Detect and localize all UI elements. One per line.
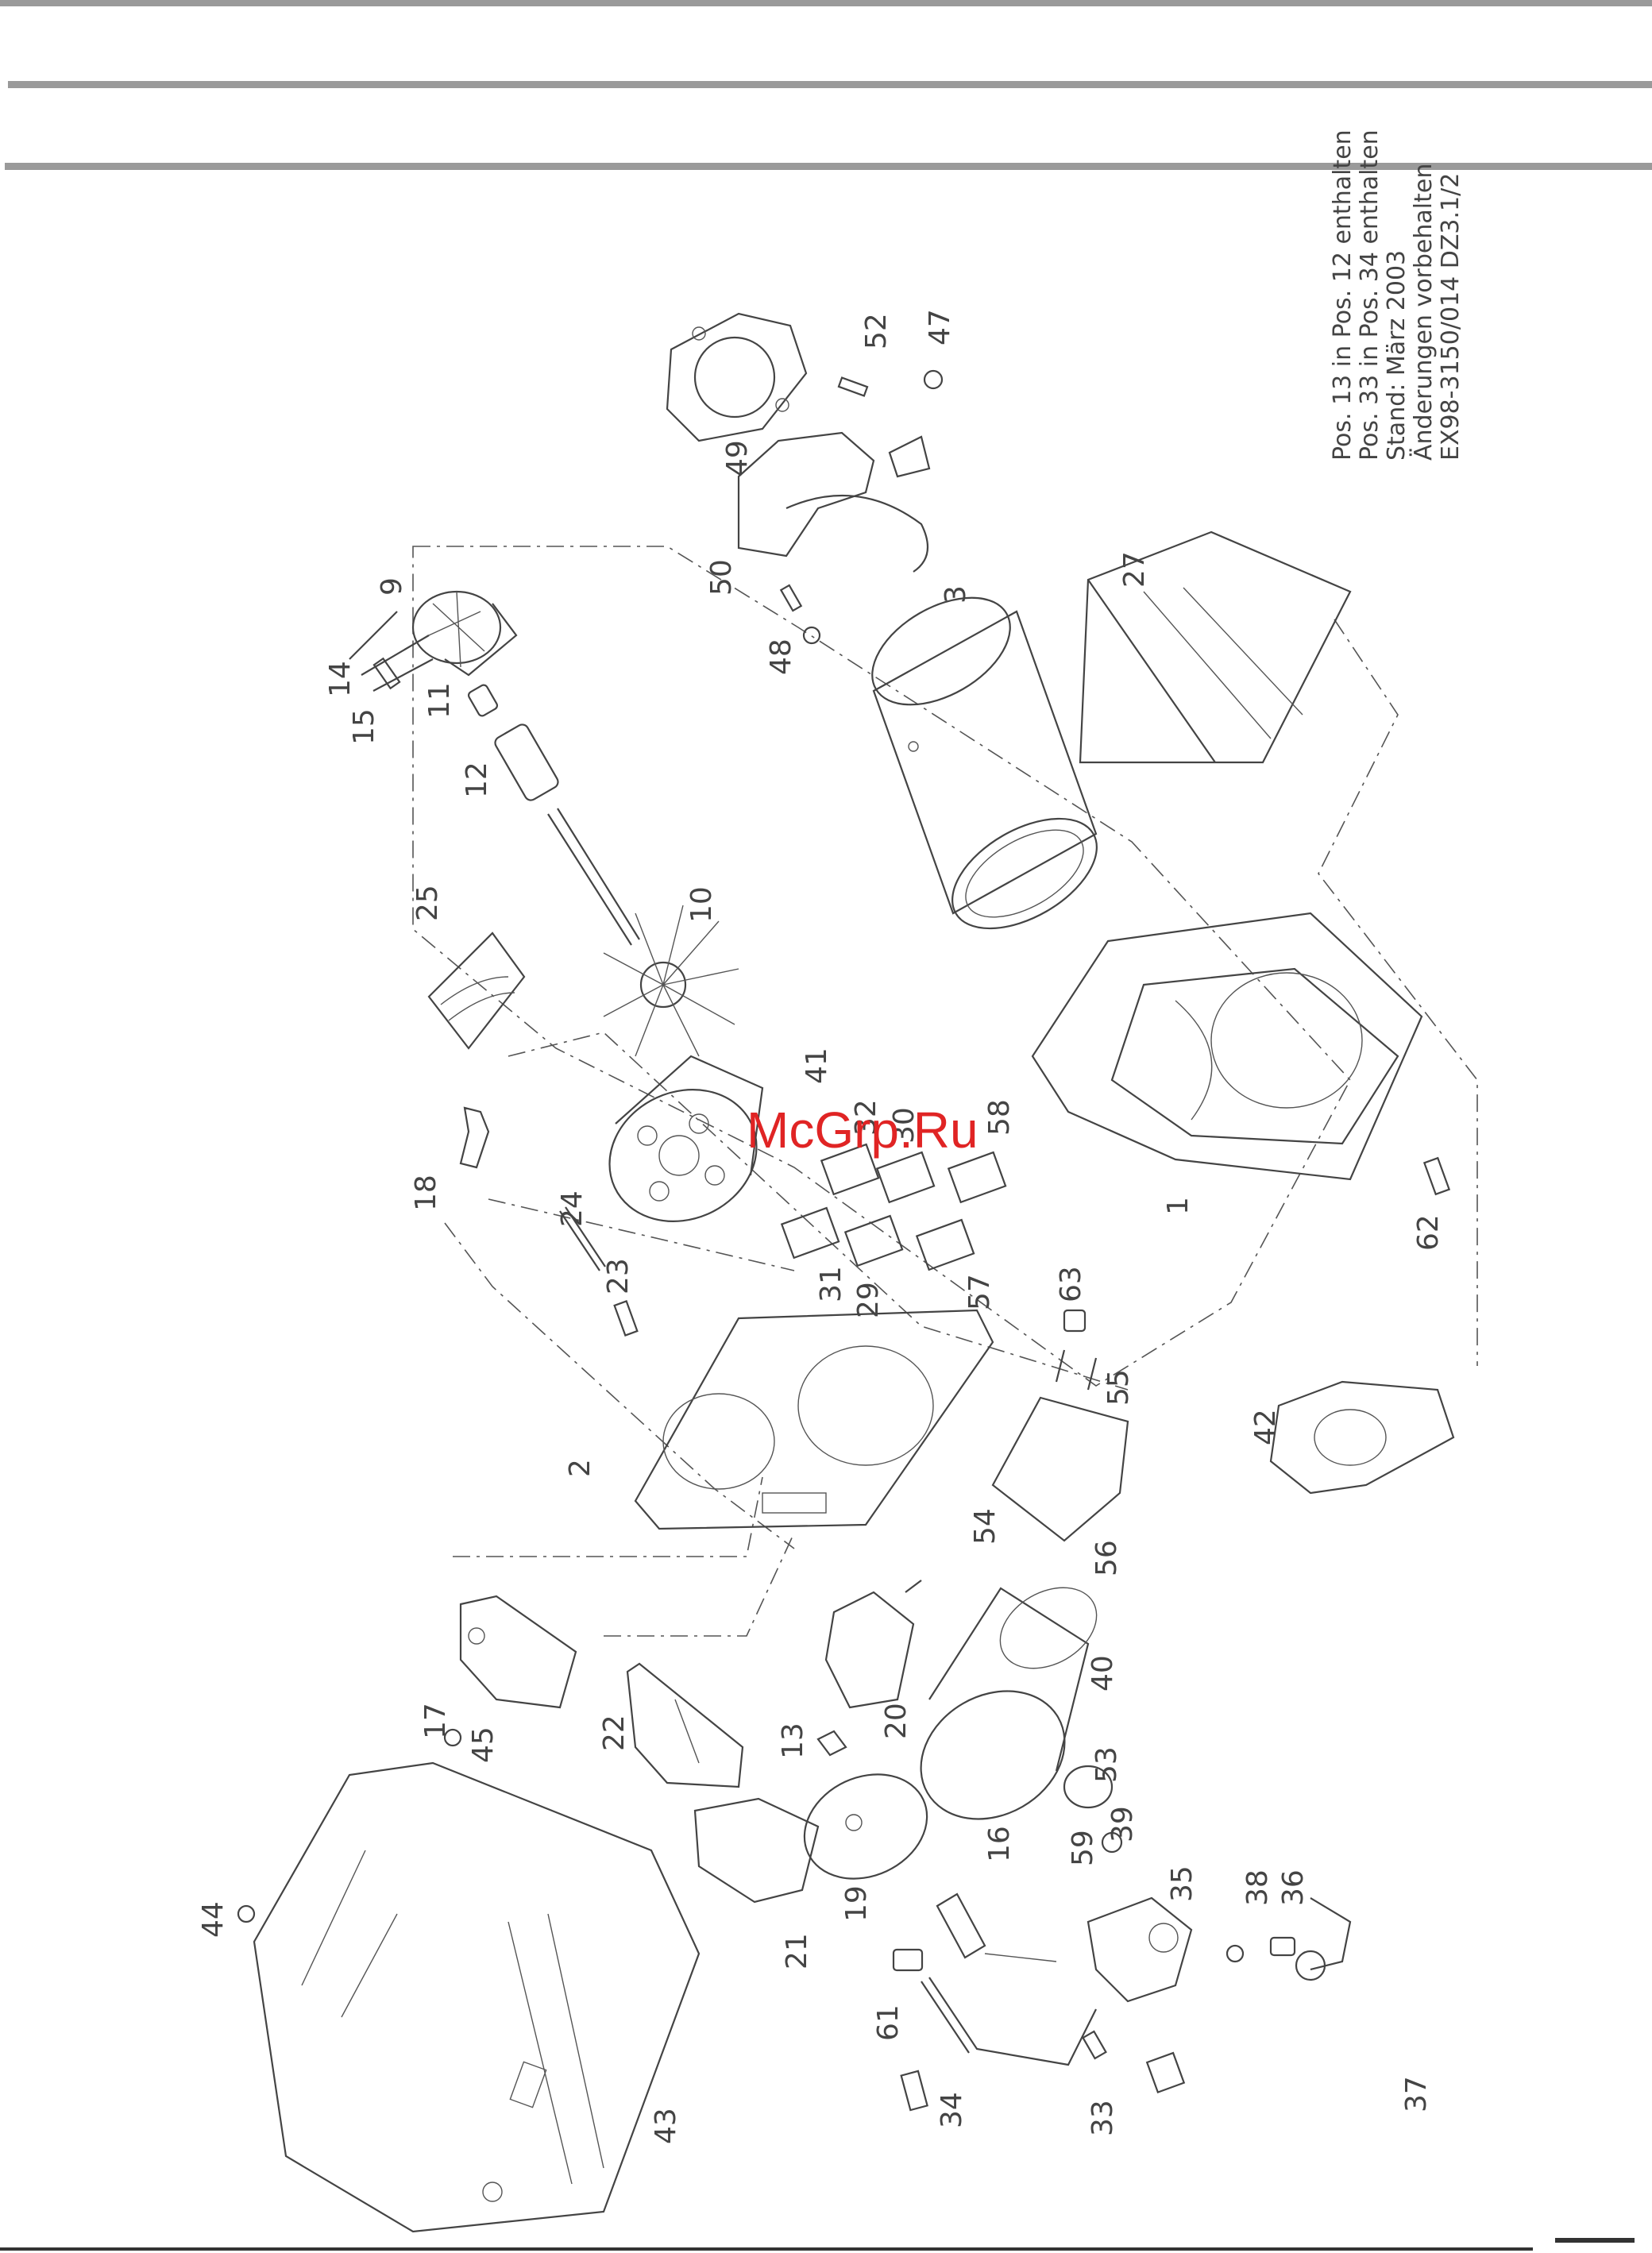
label-pos-11: 11 <box>423 682 456 719</box>
part-62-bolt <box>1424 1158 1449 1194</box>
part-47-nut <box>924 371 942 388</box>
note-line-1: Pos. 13 in Pos. 12 enthalten <box>1329 129 1357 461</box>
label-pos-9: 9 <box>376 577 408 596</box>
part-61-connector <box>894 1950 922 1970</box>
label-pos-13: 13 <box>777 1723 809 1759</box>
label-pos-47: 47 <box>924 309 956 345</box>
label-pos-12: 12 <box>461 762 493 798</box>
label-pos-18: 18 <box>410 1175 442 1211</box>
part-34-oil-hose <box>901 1977 1096 2110</box>
part-23-screw <box>615 1301 638 1335</box>
label-pos-56: 56 <box>1090 1540 1123 1576</box>
label-pos-41: 41 <box>801 1047 833 1084</box>
label-pos-54: 54 <box>969 1508 1002 1545</box>
part-19-pump-plate <box>787 1755 944 1898</box>
part-17-control-unit <box>461 1596 576 1707</box>
label-pos-34: 34 <box>936 2092 968 2128</box>
part-40-motor <box>897 1572 1111 1845</box>
label-pos-37: 37 <box>1400 2076 1433 2112</box>
label-pos-33: 33 <box>1087 2100 1119 2136</box>
label-pos-22: 22 <box>598 1715 631 1751</box>
part-43-burner-hood <box>254 1763 699 2232</box>
part-50-clamp-flange <box>739 433 929 572</box>
part-14-15-ignition-electrodes <box>349 611 433 691</box>
label-pos-53: 53 <box>1090 1746 1123 1783</box>
label-pos-59: 59 <box>1067 1830 1099 1866</box>
part-35-oil-pump <box>1088 1898 1191 2001</box>
part-16-solenoid <box>937 1894 1056 1962</box>
label-pos-40: 40 <box>1087 1655 1119 1692</box>
label-pos-2: 2 <box>564 1459 596 1477</box>
part-1-main-housing <box>1032 913 1422 1179</box>
part-33-hose-nipple <box>1083 2031 1184 2093</box>
label-pos-23: 23 <box>602 1258 635 1294</box>
part-36-37-38-fittings <box>1227 1898 1350 1980</box>
part-18-nipple <box>461 1108 488 1167</box>
label-pos-10: 10 <box>685 886 718 923</box>
label-pos-38: 38 <box>1241 1869 1274 1906</box>
part-9-burner-head <box>413 592 516 675</box>
note-line-3: Stand: März 2003 <box>1383 250 1411 461</box>
note-line-4: Änderungen vorbehalten <box>1409 164 1438 461</box>
part-48-screw-washer <box>781 585 820 643</box>
part-10-fan-impeller <box>604 905 739 1056</box>
drawing-notes: Pos. 13 in Pos. 12 enthalten Pos. 33 in … <box>1329 129 1465 461</box>
part-44-screw <box>238 1906 254 1922</box>
label-pos-35: 35 <box>1166 1865 1198 1902</box>
label-pos-24: 24 <box>556 1190 589 1227</box>
label-pos-52: 52 <box>860 313 893 349</box>
label-pos-44: 44 <box>197 1901 230 1938</box>
label-pos-29: 29 <box>852 1282 885 1318</box>
label-pos-61: 61 <box>872 2004 905 2041</box>
label-pos-57: 57 <box>963 1274 996 1310</box>
label-pos-16: 16 <box>983 1826 1016 1862</box>
label-pos-63: 63 <box>1055 1266 1087 1302</box>
part-20-capacitor <box>826 1580 921 1707</box>
part-63-nut <box>1064 1310 1085 1331</box>
part-22-mounting-bracket <box>627 1664 743 1787</box>
label-pos-45: 45 <box>467 1726 500 1763</box>
label-pos-20: 20 <box>880 1703 913 1739</box>
part-3-flame-tube <box>854 576 1115 951</box>
part-42-air-plate <box>1271 1382 1453 1493</box>
label-pos-14: 14 <box>324 661 357 697</box>
part-2-base-plate <box>635 1310 993 1529</box>
label-pos-17: 17 <box>419 1703 452 1739</box>
part-13-clip <box>818 1731 846 1755</box>
label-pos-43: 43 <box>650 2108 682 2144</box>
part-49-flange-gasket <box>667 314 806 441</box>
part-12-oil-line-shaft <box>493 723 639 945</box>
label-pos-55: 55 <box>1102 1369 1135 1406</box>
label-pos-27: 27 <box>1118 551 1151 588</box>
label-pos-21: 21 <box>781 1933 813 1969</box>
label-pos-50: 50 <box>705 559 738 596</box>
note-line-5: EX98-3150/014 DZ3.1/2 <box>1437 173 1465 461</box>
note-line-2: Pos. 33 in Pos. 34 enthalten <box>1356 129 1384 461</box>
label-pos-48: 48 <box>765 638 797 675</box>
label-pos-1: 1 <box>1162 1197 1195 1215</box>
label-pos-15: 15 <box>348 708 380 745</box>
label-pos-42: 42 <box>1249 1409 1282 1445</box>
watermark-text: McGrp.Ru <box>747 1101 978 1159</box>
part-21-relay-box <box>695 1799 818 1902</box>
label-pos-31: 31 <box>815 1266 847 1302</box>
part-11-nozzle <box>467 684 499 717</box>
label-pos-36: 36 <box>1277 1869 1310 1906</box>
label-pos-25: 25 <box>411 885 444 921</box>
label-pos-62: 62 <box>1412 1214 1445 1251</box>
part-52-bolt <box>839 378 867 396</box>
label-pos-58: 58 <box>983 1099 1016 1136</box>
label-pos-49: 49 <box>721 440 754 476</box>
label-pos-19: 19 <box>840 1885 873 1922</box>
label-pos-3: 3 <box>940 585 972 604</box>
label-pos-39: 39 <box>1106 1806 1139 1842</box>
part-25-air-guide <box>429 933 524 1048</box>
connector-block-group <box>782 1144 1005 1270</box>
